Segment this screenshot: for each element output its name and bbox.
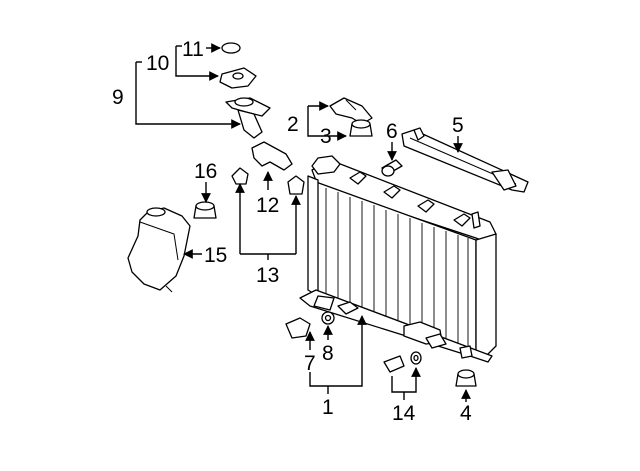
callout-1: 1 [322,396,334,419]
cushion-nut-part [349,119,373,137]
o-ring-part [221,42,241,54]
drain-plug-part [383,351,422,373]
callout-8: 8 [322,342,334,365]
callout-10: 10 [146,52,169,75]
callout-3: 3 [320,125,332,148]
callout-4: 4 [460,402,472,425]
callout-11: 11 [182,38,204,61]
callout-13: 13 [256,264,279,287]
filler-neck-part [225,97,271,139]
drain-bracket-part [285,317,311,339]
reservoir-tank-part [127,207,191,293]
radiator-fins [325,188,469,347]
callout-16: 16 [194,160,217,183]
washer-part [321,311,335,325]
reservoir-cap-part [193,201,217,219]
callout-7: 7 [304,352,316,375]
callout-6: 6 [386,120,398,143]
callout-labels: 11 10 9 2 3 6 5 16 12 15 13 7 8 1 14 4 [112,38,472,425]
radiator-cap-part [219,67,257,89]
upper-support-bracket-part [401,127,529,193]
leader-lines [135,43,471,402]
mount-cushion-part [455,369,477,387]
upper-hose-part [251,141,293,171]
callout-14: 14 [392,402,416,425]
callout-12: 12 [256,194,279,217]
callout-5: 5 [452,114,464,137]
callout-15: 15 [204,244,227,267]
callout-2: 2 [287,113,299,136]
hose-clamp-part [231,167,305,195]
bolt-part [381,159,403,177]
radiator-part [299,155,497,363]
callout-9: 9 [112,86,124,109]
